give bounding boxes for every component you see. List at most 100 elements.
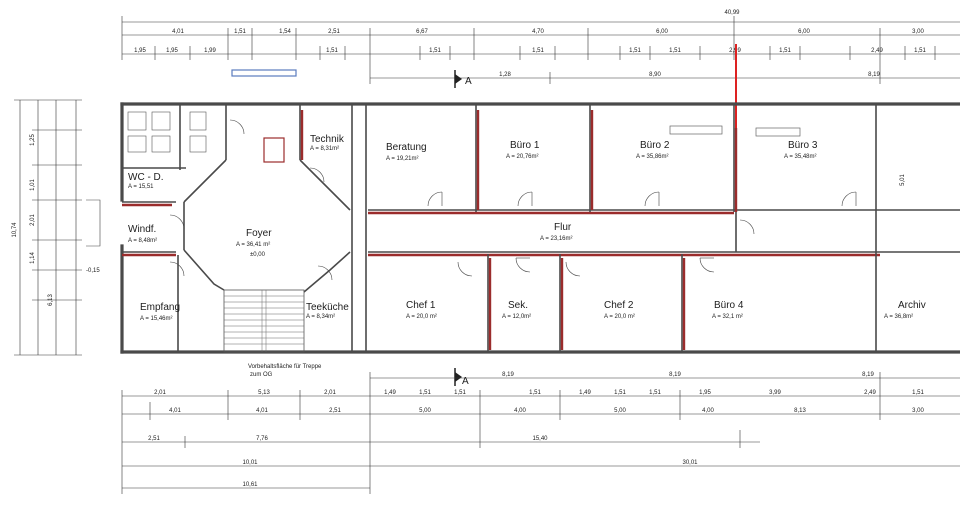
room-buero4-area: A = 32,1 m²: [712, 314, 743, 320]
room-empfang-name: Empfang: [140, 302, 180, 313]
dim-row2-4: 1,51: [326, 48, 338, 54]
dim-top-2: 1,51: [234, 29, 246, 35]
dim-top-3: 1,54: [279, 29, 291, 35]
room-windfang-area: A = 8,48m²: [128, 238, 157, 244]
dim-brow2-13: 2,49: [864, 390, 876, 396]
dim-brow5-1: 10,01: [242, 460, 258, 466]
room-buero3-area: A = 35,48m²: [784, 154, 817, 160]
dim-top-7: 6,00: [656, 29, 668, 35]
room-beratung-name: Beratung: [386, 142, 427, 153]
dim-brow3-4: 5,00: [419, 408, 431, 414]
dim-row2-2: 1,95: [166, 48, 178, 54]
dim-left-2: 1,01: [30, 179, 36, 191]
dim-brow4-3: 15,40: [532, 436, 548, 442]
dim-row3-2: 8,90: [649, 72, 661, 78]
dim-row2-3: 1,99: [204, 48, 216, 54]
dim-row2-12: 1,51: [914, 48, 926, 54]
room-teekueche-name: Teeküche: [306, 302, 349, 313]
dim-brow2-14: 1,51: [912, 390, 924, 396]
dim-bottom-1: 8,19: [502, 372, 514, 378]
dim-brow6-1: 10,61: [242, 482, 258, 488]
dim-brow4-2: 7,76: [256, 436, 268, 442]
dim-row2-1: 1,95: [134, 48, 146, 54]
room-buero2-area: A = 35,86m²: [636, 154, 669, 160]
dim-top-1: 4,01: [172, 29, 184, 35]
interior-walls: [122, 104, 367, 353]
room-technik-area: A = 8,31m²: [310, 146, 339, 152]
dim-row2-6: 1,51: [532, 48, 544, 54]
stair-area: [223, 289, 305, 353]
room-windfang-name: Windf.: [128, 224, 156, 235]
room-buero1-area: A = 20,76m²: [506, 154, 539, 160]
dim-brow2-11: 1,95: [699, 390, 711, 396]
dim-row3-3: 8,19: [868, 72, 880, 78]
dim-overall-top: 40,99: [724, 10, 740, 16]
dim-top-5: 6,67: [416, 29, 428, 35]
dim-row2-10: 1,51: [779, 48, 791, 54]
dim-brow2-6: 1,51: [454, 390, 466, 396]
dim-row3-1: 1,28: [499, 72, 511, 78]
dim-brow2-9: 1,51: [614, 390, 626, 396]
dim-brow3-9: 3,00: [912, 408, 924, 414]
dim-right: 5,01: [900, 174, 906, 186]
window-marker: [231, 69, 297, 77]
dim-brow2-12: 3,99: [769, 390, 781, 396]
room-empfang-area: A = 15,46m²: [140, 316, 173, 322]
dim-brow4-1: 2,51: [148, 436, 160, 442]
dim-brow3-6: 5,00: [614, 408, 626, 414]
room-foyer-name: Foyer: [246, 228, 272, 239]
dim-row2-5: 1,51: [429, 48, 441, 54]
room-archiv-area: A = 36,8m²: [884, 314, 913, 320]
stair-note-2: zum OG: [250, 372, 273, 378]
room-chef1-area: A = 20,0 m²: [406, 314, 437, 320]
room-beratung-area: A = 19,21m²: [386, 156, 419, 162]
section-marker-bottom: A: [454, 368, 469, 387]
room-flur-name: Flur: [554, 222, 572, 233]
dim-brow3-1: 4,01: [169, 408, 181, 414]
dim-row2-11: 2,49: [871, 48, 883, 54]
room-wc-name: WC - D.: [128, 172, 164, 183]
dim-left-3: 2,01: [30, 214, 36, 226]
dim-brow3-2: 4,01: [256, 408, 268, 414]
dim-bottom-3: 8,19: [862, 372, 874, 378]
room-chef2-area: A = 20,0 m²: [604, 314, 635, 320]
dim-left-overall: 10,74: [12, 222, 18, 238]
svg-text:A: A: [465, 76, 472, 87]
dim-brow2-5: 1,51: [419, 390, 431, 396]
dim-top-8: 6,00: [798, 29, 810, 35]
dim-row2-8: 1,51: [669, 48, 681, 54]
room-technik-name: Technik: [310, 134, 345, 145]
svg-text:A: A: [462, 376, 469, 387]
dim-left-5: 6,13: [48, 294, 54, 306]
dim-top-9: 3,00: [912, 29, 924, 35]
stair-note: Vorbehaltsfläche für Treppe: [248, 364, 322, 370]
dim-bottom-2: 8,19: [669, 372, 681, 378]
dim-brow2-2: 5,13: [258, 390, 270, 396]
room-buero3-name: Büro 3: [788, 140, 818, 151]
top-dimension-chains: 40,99 4,01 1,51 1,54 2,51 6,67 4,70 6,00…: [121, 10, 960, 84]
room-labels: WC - D. A = 15,51 Windf. A = 8,48m² Empf…: [86, 134, 926, 378]
dim-brow3-8: 8,13: [794, 408, 806, 414]
dim-brow5-2: 30,01: [682, 460, 698, 466]
level-outside: -0,15: [86, 268, 100, 274]
dim-brow2-7: 1,51: [529, 390, 541, 396]
room-buero2-name: Büro 2: [640, 140, 670, 151]
room-flur-area: A = 23,16m²: [540, 236, 573, 242]
doors: [86, 119, 857, 281]
dim-brow3-7: 4,00: [702, 408, 714, 414]
dim-brow2-10: 1,51: [649, 390, 661, 396]
section-marker-top: A: [454, 70, 472, 88]
room-buero1-name: Büro 1: [510, 140, 540, 151]
dim-brow2-3: 2,01: [324, 390, 336, 396]
room-teekueche-area: A = 8,34m²: [306, 314, 335, 320]
left-dimension-chains: 10,74 1,25 1,01 2,01 1,14 6,13: [12, 99, 82, 356]
room-foyer-level: ±0,00: [250, 252, 266, 258]
dim-brow2-1: 2,01: [154, 390, 166, 396]
dim-row2-7: 1,51: [629, 48, 641, 54]
dim-left-1: 1,25: [30, 134, 36, 146]
dim-top-6: 4,70: [532, 29, 544, 35]
room-sek-area: A = 12,0m²: [502, 314, 531, 320]
room-wc-area: A = 15,51: [128, 184, 154, 190]
dim-top-4: 2,51: [328, 29, 340, 35]
